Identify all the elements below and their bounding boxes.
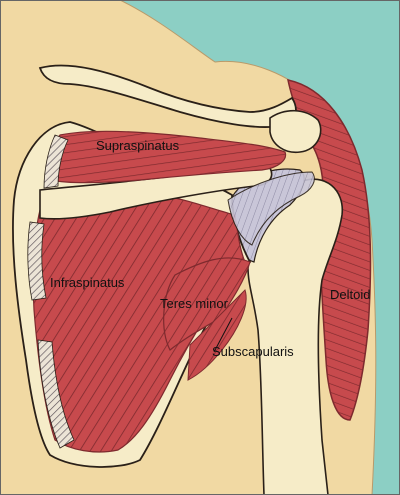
- label-infraspinatus: Infraspinatus: [50, 275, 125, 290]
- label-teres-minor: Teres minor: [160, 296, 229, 311]
- label-supraspinatus: Supraspinatus: [96, 138, 180, 153]
- label-deltoid: Deltoid: [330, 287, 370, 302]
- label-subscapularis: Subscapularis: [212, 344, 294, 359]
- acromion-process: [270, 111, 321, 153]
